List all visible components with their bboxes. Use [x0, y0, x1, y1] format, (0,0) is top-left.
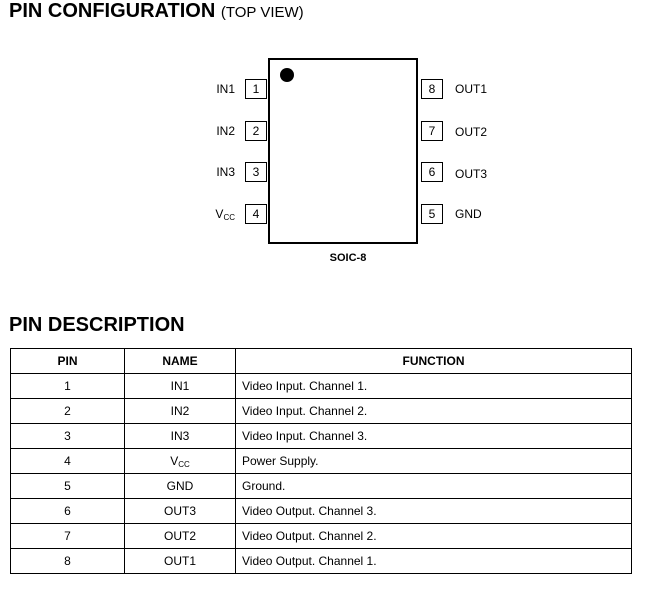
pin-description-title: PIN DESCRIPTION: [9, 314, 185, 336]
pin-5-box: 5: [421, 204, 443, 224]
pin-1-label: IN1: [216, 82, 235, 96]
pin-configuration-heading: PIN CONFIGURATION (TOP VIEW): [9, 0, 304, 23]
cell-name: IN2: [124, 398, 236, 424]
pin1-marker-dot: [280, 68, 294, 82]
pin-8-box: 8: [421, 79, 443, 99]
pin-5-label: GND: [455, 207, 482, 221]
cell-pin: 4: [10, 448, 125, 474]
pin-3-box: 3: [245, 162, 267, 182]
pin-4-label-main: V: [215, 207, 224, 221]
cell-function: Video Output. Channel 3.: [235, 498, 632, 524]
pin-7-label: OUT2: [455, 125, 488, 139]
table-row: 1 IN1 Video Input. Channel 1.: [10, 373, 632, 399]
pin-2-label: IN2: [216, 124, 235, 138]
pin-4-label: VCC: [195, 204, 235, 228]
cell-pin: 7: [10, 523, 125, 549]
table-row: 2 IN2 Video Input. Channel 2.: [10, 398, 632, 424]
cell-pin: 8: [10, 548, 125, 574]
pin-1-box: 1: [245, 79, 267, 99]
pin-2-box: 2: [245, 121, 267, 141]
pin-6-label: OUT3: [455, 167, 488, 181]
cell-function: Video Input. Channel 1.: [235, 373, 632, 399]
pin-diagram: 1 IN1 2 IN2 3 IN3 4 VCC 8 OUT1 7 OUT2 6 …: [195, 58, 488, 264]
cell-function: Ground.: [235, 473, 632, 499]
pin-configuration-subtitle: (TOP VIEW): [220, 4, 304, 21]
package-label: SOIC-8: [329, 252, 367, 264]
cell-name: OUT1: [124, 548, 236, 574]
pin-configuration-title: PIN CONFIGURATION: [9, 0, 216, 22]
cell-pin: 1: [10, 373, 125, 399]
table-row: 8 OUT1 Video Output. Channel 1.: [10, 548, 632, 574]
cell-name: GND: [124, 473, 236, 499]
cell-name: OUT3: [124, 498, 236, 524]
header-name: NAME: [124, 348, 236, 374]
header-function: FUNCTION: [235, 348, 632, 374]
table-row: 5 GND Ground.: [10, 473, 632, 499]
pin-8-label: OUT1: [455, 82, 488, 96]
table-row: 3 IN3 Video Input. Channel 3.: [10, 423, 632, 449]
cell-pin: 5: [10, 473, 125, 499]
cell-function: Video Output. Channel 2.: [235, 523, 632, 549]
cell-function: Video Input. Channel 3.: [235, 423, 632, 449]
cell-name: IN3: [124, 423, 236, 449]
cell-function: Power Supply.: [235, 448, 632, 474]
cell-name: IN1: [124, 373, 236, 399]
cell-name: OUT2: [124, 523, 236, 549]
table-header-row: PIN NAME FUNCTION: [10, 348, 632, 374]
cell-function: Video Input. Channel 2.: [235, 398, 632, 424]
cell-name-sub: CC: [178, 459, 190, 469]
table-row: 4 VCC Power Supply.: [10, 448, 632, 474]
pin-7-box: 7: [421, 121, 443, 141]
pin-4-box: 4: [245, 204, 267, 224]
pin-6-box: 6: [421, 162, 443, 182]
cell-function: Video Output. Channel 1.: [235, 548, 632, 574]
pin-3-label: IN3: [216, 165, 235, 179]
pin-4-label-sub: CC: [223, 213, 235, 222]
cell-pin: 6: [10, 498, 125, 524]
cell-pin: 2: [10, 398, 125, 424]
pin-description-table: PIN NAME FUNCTION 1 IN1 Video Input. Cha…: [10, 348, 632, 574]
cell-name-main: V: [170, 453, 179, 468]
chip-body: [268, 58, 418, 244]
table-row: 7 OUT2 Video Output. Channel 2.: [10, 523, 632, 549]
cell-name: VCC: [124, 448, 236, 474]
header-pin: PIN: [10, 348, 125, 374]
table-row: 6 OUT3 Video Output. Channel 3.: [10, 498, 632, 524]
cell-pin: 3: [10, 423, 125, 449]
